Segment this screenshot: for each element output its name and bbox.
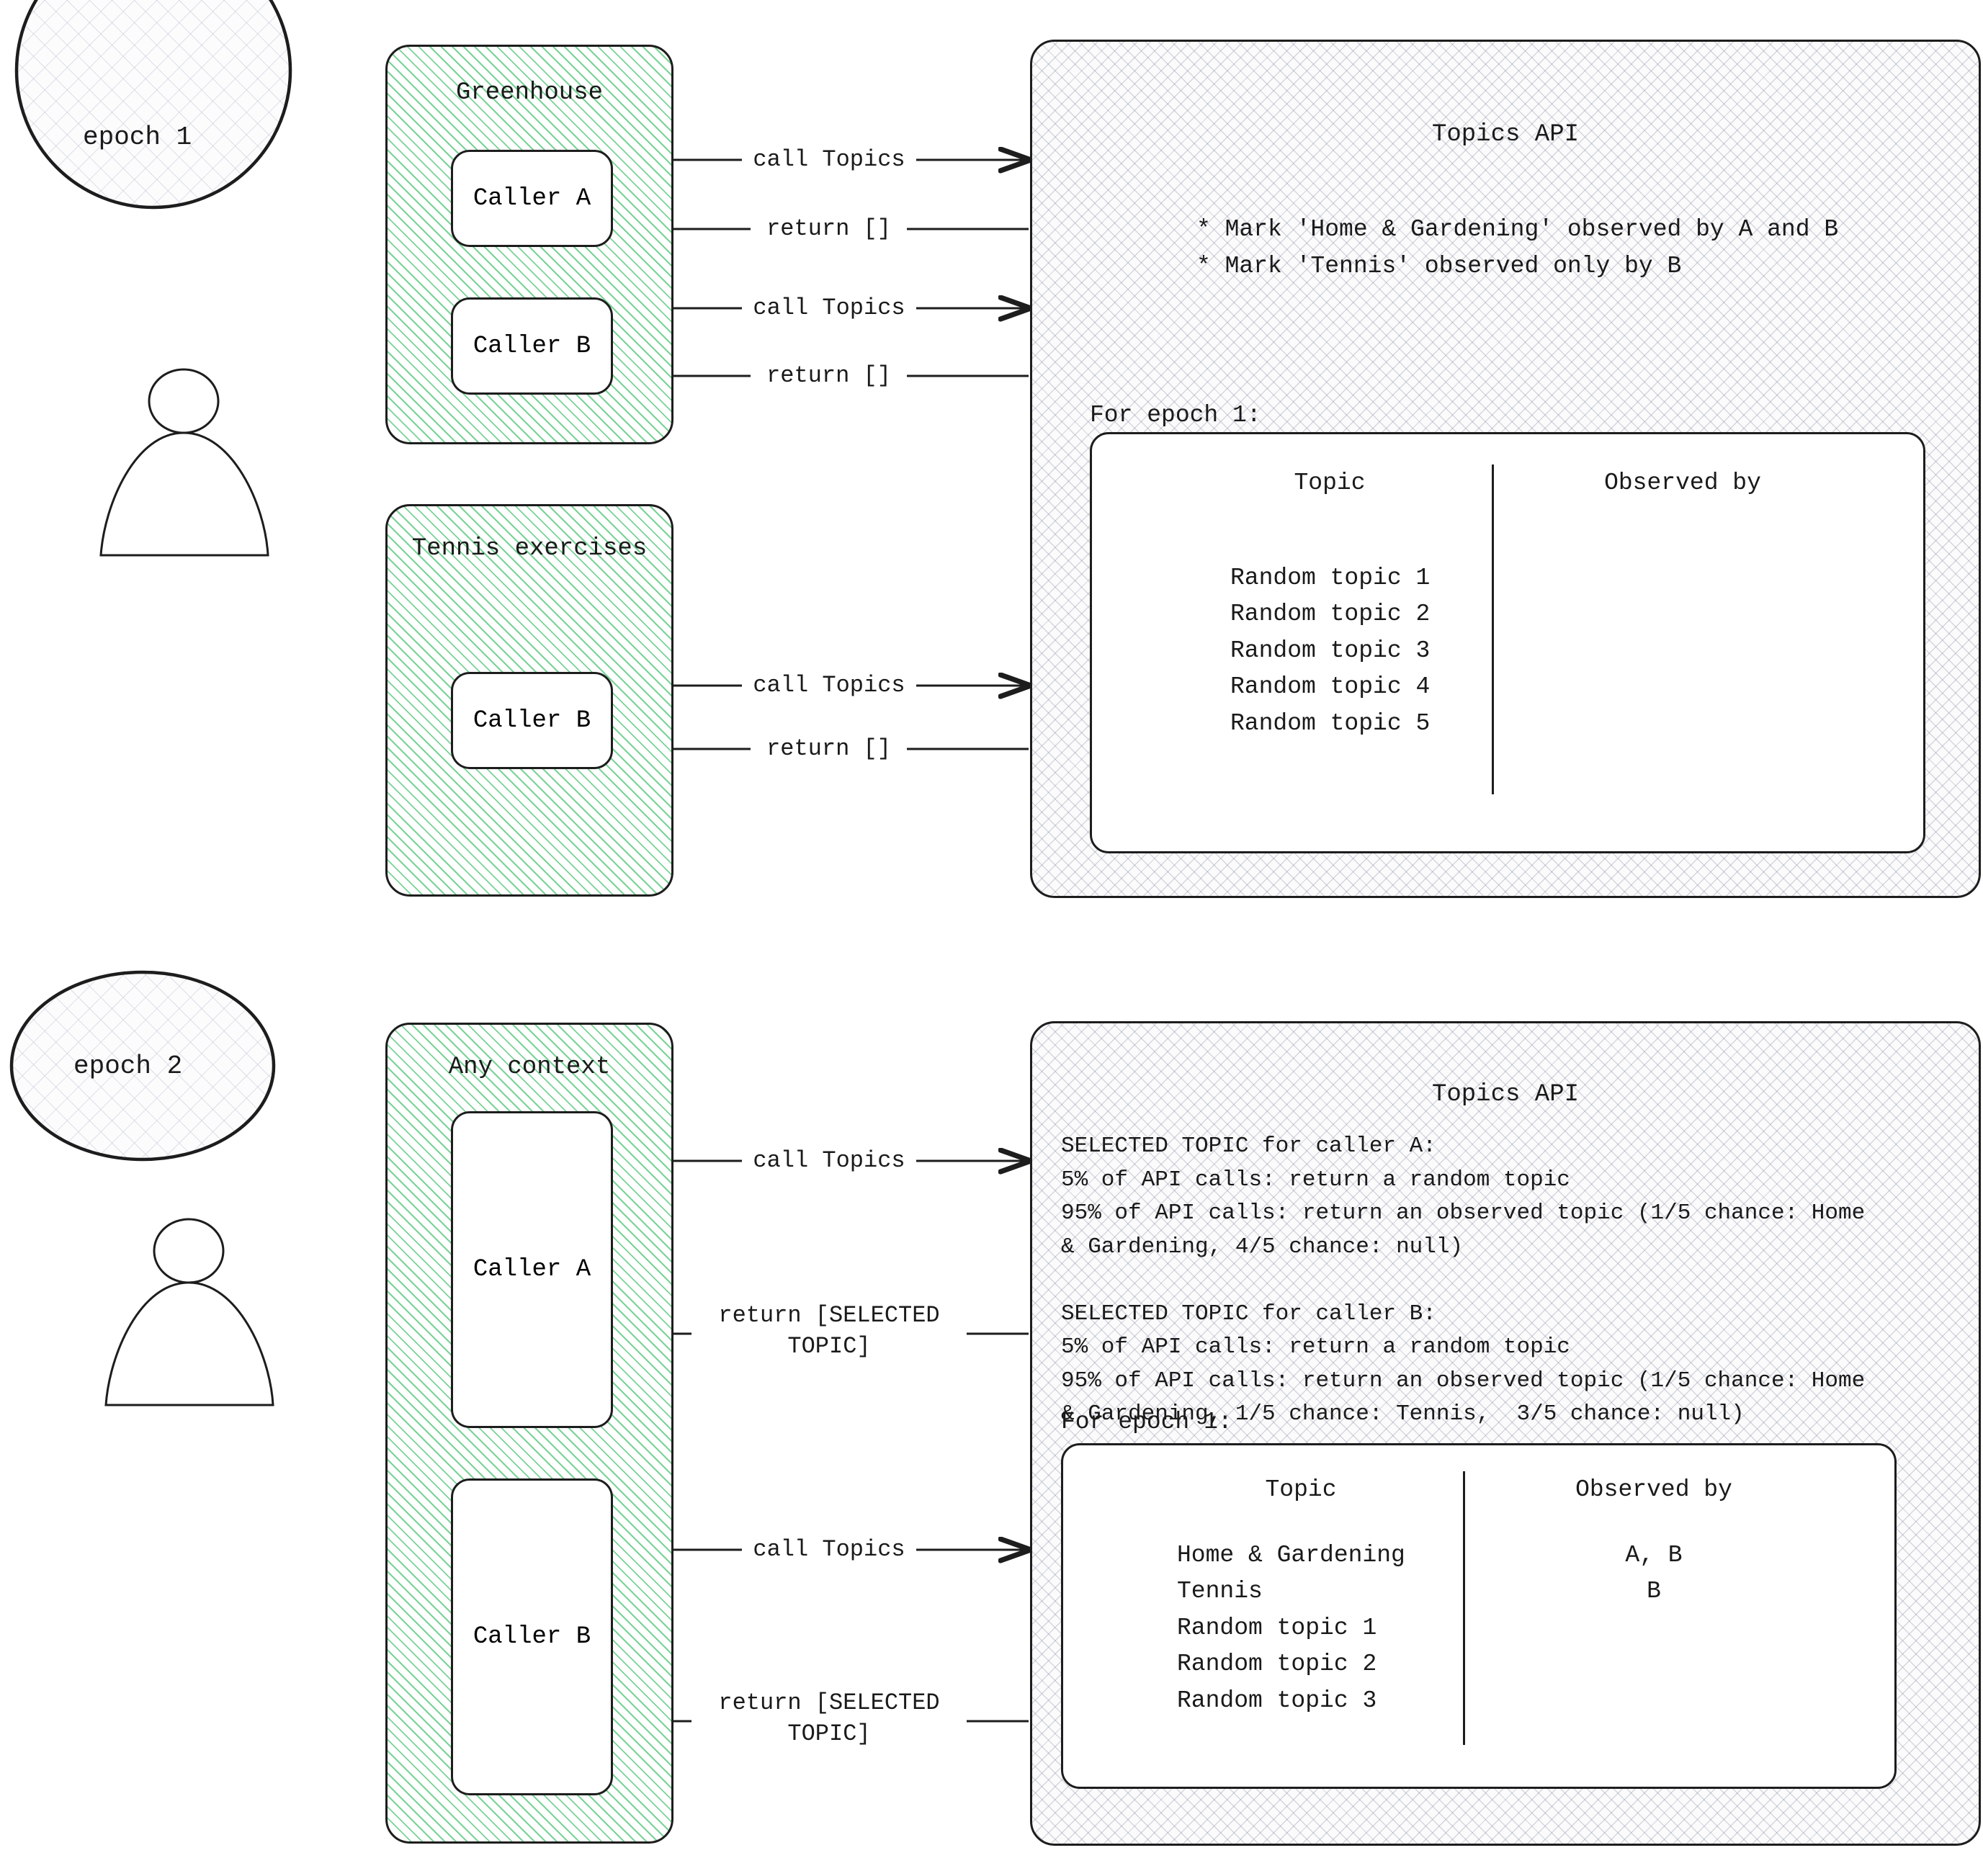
caller-b-tennis-label: Caller B: [473, 706, 591, 735]
caller-a-greenhouse[interactable]: Caller A: [451, 150, 613, 247]
context-any-context-title: Any context: [448, 1054, 611, 1081]
epoch-heading-epoch-2: For epoch 1:: [1061, 1409, 1232, 1435]
topics-api-rules-epoch-2: SELECTED TOPIC for caller A: 5% of API c…: [1061, 1134, 1866, 1427]
topics-api-bullets-epoch-1: * Mark 'Home & Gardening' observed by A …: [1196, 216, 1839, 280]
context-any-context[interactable]: Any context Caller A Caller B: [385, 1023, 673, 1844]
table-col-header-observed-e2: Observed by: [1575, 1476, 1732, 1503]
arrow-label-return-b-e2: return [SELECTED TOPIC]: [691, 1687, 967, 1750]
context-greenhouse[interactable]: Greenhouse Caller A Caller B: [385, 45, 673, 444]
arrow-label-return-b-e1: return []: [751, 360, 907, 392]
arrow-label-call-topics-b-e2: call Topics: [742, 1534, 916, 1566]
table-col-header-topic-e2: Topic: [1265, 1476, 1337, 1503]
context-tennis-exercises[interactable]: Tennis exercises Caller B: [385, 504, 673, 897]
context-tennis-exercises-title: Tennis exercises: [411, 535, 648, 562]
caller-a-any-context-label: Caller A: [473, 1256, 591, 1283]
arrow-label-call-topics-b-e1: call Topics: [742, 292, 916, 324]
topics-table-epoch-2[interactable]: Topic Observed by Home & Gardening Tenni…: [1061, 1443, 1897, 1789]
user-icon-epoch-1: [99, 368, 269, 557]
topics-api-title-epoch-1: Topics API: [1431, 121, 1580, 148]
arrow-label-call-topics-tennis-e1: call Topics: [742, 670, 916, 701]
arrow-label-return-a-e1: return []: [751, 213, 907, 245]
table-col-header-topic-e1: Topic: [1294, 470, 1366, 496]
table-col-header-observed-e1: Observed by: [1604, 470, 1761, 496]
caller-b-any-context-label: Caller B: [473, 1623, 591, 1651]
user-icon-epoch-2: [104, 1218, 274, 1406]
topics-api-panel-epoch-1[interactable]: Topics API * Mark 'Home & Gardening' obs…: [1030, 40, 1981, 898]
caller-b-any-context[interactable]: Caller B: [451, 1478, 613, 1795]
epoch-1-label: epoch 1: [83, 122, 192, 152]
topics-api-title-epoch-2: Topics API: [1431, 1081, 1580, 1108]
epoch-2-label: epoch 2: [73, 1051, 183, 1081]
arrow-label-call-topics-a-e1: call Topics: [742, 144, 916, 176]
topics-api-panel-epoch-2[interactable]: Topics API SELECTED TOPIC for caller A: …: [1030, 1021, 1981, 1846]
table-column-divider-e2: [1463, 1471, 1465, 1745]
caller-a-greenhouse-label: Caller A: [473, 184, 591, 212]
topics-table-epoch-1[interactable]: Topic Observed by Random topic 1 Random …: [1090, 432, 1925, 853]
epoch-1-circle: [14, 0, 292, 210]
caller-a-any-context[interactable]: Caller A: [451, 1111, 613, 1428]
arrow-label-call-topics-a-e2: call Topics: [742, 1145, 916, 1177]
arrow-label-return-tennis-e1: return []: [751, 733, 907, 765]
arrow-label-return-a-e2: return [SELECTED TOPIC]: [691, 1300, 967, 1363]
table-topic-cells-e1: Random topic 1 Random topic 2 Random top…: [1230, 565, 1431, 737]
context-greenhouse-title: Greenhouse: [455, 79, 604, 107]
caller-b-greenhouse-label: Caller B: [473, 332, 591, 360]
caller-b-tennis[interactable]: Caller B: [451, 672, 613, 769]
caller-b-greenhouse[interactable]: Caller B: [451, 297, 613, 395]
table-topic-cells-e2: Home & Gardening Tennis Random topic 1 R…: [1177, 1542, 1405, 1714]
epoch-heading-epoch-1: For epoch 1:: [1090, 402, 1261, 428]
table-column-divider-e1: [1492, 464, 1494, 794]
table-observed-cells-e2: A, B B: [1625, 1542, 1683, 1605]
